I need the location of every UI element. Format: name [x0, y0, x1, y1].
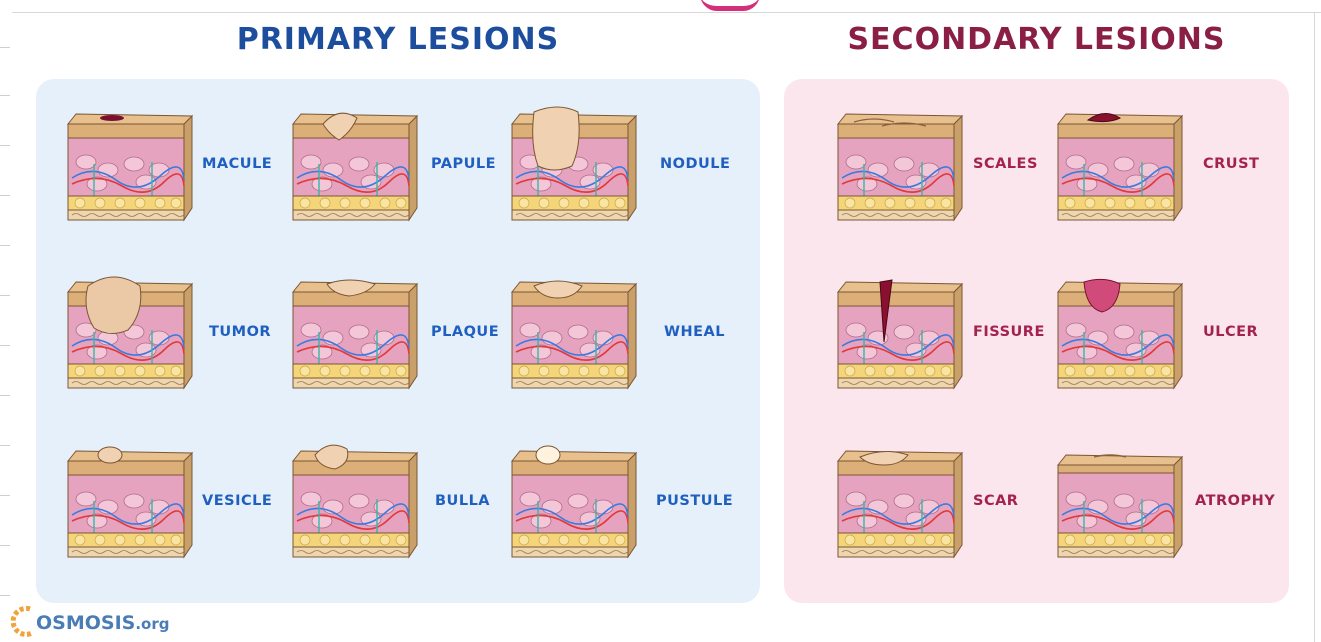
margin-rule [0, 95, 10, 96]
secondary-lesions-panel: SCALES CRUST FISSURE ULCER SCAR ATROPHY [784, 79, 1289, 603]
lesion-label: PUSTULE [656, 493, 733, 509]
primary-lesions-panel: MACULE PAPULE NODULE TUMOR PLAQUE WHEAL … [36, 79, 760, 603]
skin-cross-section-icon [289, 441, 419, 567]
skin-cross-section-icon [289, 104, 419, 230]
lesion-mark [98, 447, 122, 463]
skin-cross-section-icon [508, 441, 638, 567]
osmosis-logo-icon [10, 605, 38, 639]
margin-rule [0, 345, 10, 346]
lesion-item-pustule: PUSTULE [508, 441, 708, 567]
logo-wordmark: OSMOSIS.org [36, 612, 169, 634]
lesion-label: SCAR [973, 493, 1018, 509]
logo-suffix: .org [135, 615, 169, 633]
lesion-label: WHEAL [664, 324, 725, 340]
margin-rule [0, 395, 10, 396]
lesion-label: PAPULE [431, 156, 496, 172]
lesion-label: CRUST [1203, 156, 1259, 172]
skin-cross-section-icon [64, 104, 194, 230]
skin-cross-section-icon [834, 441, 964, 567]
lesion-label: PLAQUE [431, 324, 499, 340]
lesion-label: MACULE [202, 156, 272, 172]
logo-name: OSMOSIS [36, 612, 135, 634]
primary-lesions-heading: PRIMARY LESIONS [36, 22, 760, 57]
skin-cross-section-icon [508, 272, 638, 398]
lesion-item-plaque: PLAQUE [289, 272, 489, 398]
margin-rule [0, 495, 10, 496]
right-border [1314, 12, 1315, 642]
secondary-lesions-heading: SECONDARY LESIONS [784, 22, 1289, 57]
skin-cross-section-icon [289, 272, 419, 398]
lesion-label: BULLA [435, 493, 490, 509]
lesion-label: SCALES [973, 156, 1038, 172]
lesion-label: ULCER [1203, 324, 1258, 340]
cropped-annotation [700, 0, 760, 11]
lesion-mark [536, 446, 560, 464]
lesion-item-scales: SCALES [834, 104, 1034, 230]
skin-cross-section-icon [64, 441, 194, 567]
lesion-item-fissure: FISSURE [834, 272, 1034, 398]
skin-cross-section-icon [834, 272, 964, 398]
margin-rule [0, 445, 10, 446]
lesion-mark [533, 107, 579, 170]
lesion-label: TUMOR [209, 324, 271, 340]
lesion-item-bulla: BULLA [289, 441, 489, 567]
margin-rule [0, 47, 10, 48]
lesion-mark [100, 115, 124, 121]
lesion-item-tumor: TUMOR [64, 272, 264, 398]
lesion-item-crust: CRUST [1054, 104, 1254, 230]
lesion-item-scar: SCAR [834, 441, 1034, 567]
lesion-label: ATROPHY [1195, 493, 1275, 509]
skin-cross-section-icon [64, 272, 194, 398]
margin-rule [0, 145, 10, 146]
lesion-item-papule: PAPULE [289, 104, 489, 230]
lesion-label: NODULE [660, 156, 730, 172]
margin-rule [0, 595, 10, 596]
skin-cross-section-icon [508, 104, 638, 230]
lesion-item-vesicle: VESICLE [64, 441, 264, 567]
skin-cross-section-icon [1054, 272, 1184, 398]
lesion-item-nodule: NODULE [508, 104, 708, 230]
lesion-label: FISSURE [973, 324, 1045, 340]
skin-cross-section-icon [1054, 104, 1184, 230]
lesion-item-wheal: WHEAL [508, 272, 708, 398]
margin-rule [0, 195, 10, 196]
skin-cross-section-icon [1054, 441, 1184, 567]
lesion-item-atrophy: ATROPHY [1054, 441, 1254, 567]
lesion-label: VESICLE [202, 493, 272, 509]
lesion-item-macule: MACULE [64, 104, 264, 230]
margin-rule [0, 295, 10, 296]
margin-rule [0, 545, 10, 546]
top-border [12, 12, 1321, 13]
margin-rule [0, 245, 10, 246]
skin-cross-section-icon [834, 104, 964, 230]
lesion-item-ulcer: ULCER [1054, 272, 1254, 398]
